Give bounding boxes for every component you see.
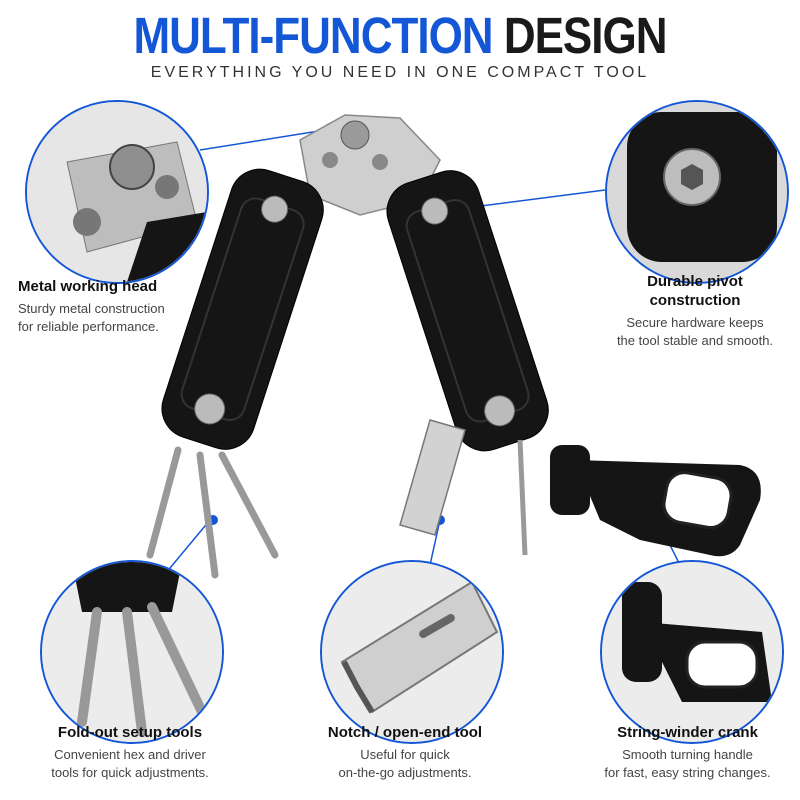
zoom-circle-fold-out-tools (40, 560, 224, 744)
callout-description: Smooth turning handle for fast, easy str… (604, 747, 771, 780)
zoom-circle-crank (600, 560, 784, 744)
notch-blade (399, 419, 528, 556)
callout-line-notch (429, 519, 441, 566)
callout-description: Sturdy metal construction for reliable p… (18, 301, 165, 334)
page-title: MULTI-FUNCTION DESIGN (0, 8, 800, 66)
callout-crank: String-winder crank Smooth turning handl… (580, 723, 795, 782)
zoom-circle-pivot (605, 100, 789, 284)
right-handle (386, 170, 549, 452)
callout-pivot: Durable pivot construction Secure hardwa… (590, 272, 800, 350)
callout-notch: Notch / open-end tool Useful for quick o… (295, 723, 515, 782)
title-part-1: MULTI-FUNCTION (133, 8, 493, 65)
zoom-circle-metal-head (25, 100, 209, 284)
page-subtitle: EVERYTHING YOU NEED IN ONE COMPACT TOOL (150, 64, 650, 81)
zoom-circle-notch (320, 560, 504, 744)
callout-title: Fold-out setup tools (57, 724, 203, 741)
callout-fold-out-tools: Fold-out setup tools Convenient hex and … (20, 723, 240, 782)
callout-title: Metal working head (18, 278, 158, 295)
fold-out-tools (146, 446, 279, 579)
callout-description: Convenient hex and driver tools for quic… (51, 747, 209, 780)
left-handle (161, 168, 324, 450)
callout-metal-head: Metal working head Sturdy metal construc… (18, 277, 218, 336)
string-winder-crank (550, 445, 761, 557)
callout-description: Useful for quick on-the-go adjustments. (338, 747, 472, 780)
callout-title: Notch / open-end tool (327, 724, 483, 741)
callout-description: Secure hardware keeps the tool stable an… (616, 315, 774, 348)
title-part-2: DESIGN (503, 8, 668, 65)
callout-title: Durable pivot construction (647, 273, 743, 309)
callout-line-head (199, 129, 326, 151)
callout-title: String-winder crank (617, 724, 758, 741)
